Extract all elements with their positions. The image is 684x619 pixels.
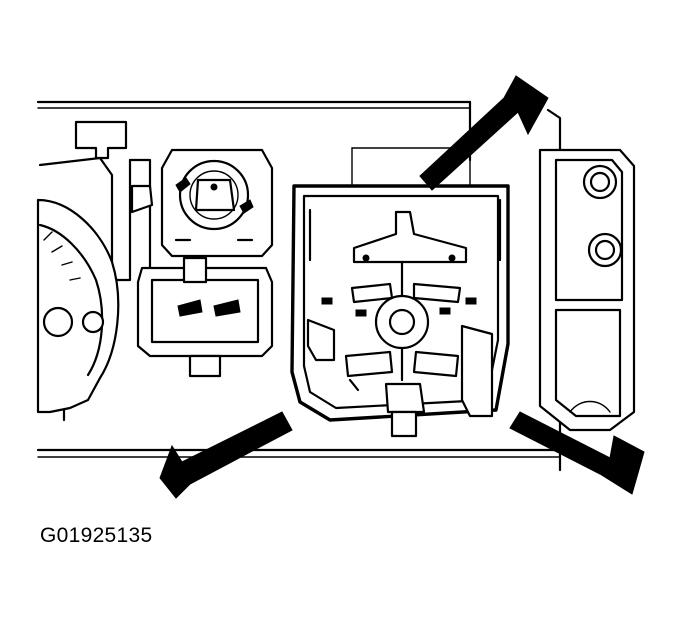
arrow-bottom-right xyxy=(509,411,645,495)
round-connector xyxy=(160,148,274,258)
arrow-top xyxy=(419,75,549,191)
right-panel xyxy=(538,148,636,432)
rect-connector xyxy=(136,256,274,378)
arrow-bottom-left xyxy=(159,411,293,499)
left-cam xyxy=(36,198,120,414)
relay-internals xyxy=(306,210,494,438)
figure-id-label: G01925135 xyxy=(40,524,153,547)
housing-outline xyxy=(36,100,562,472)
